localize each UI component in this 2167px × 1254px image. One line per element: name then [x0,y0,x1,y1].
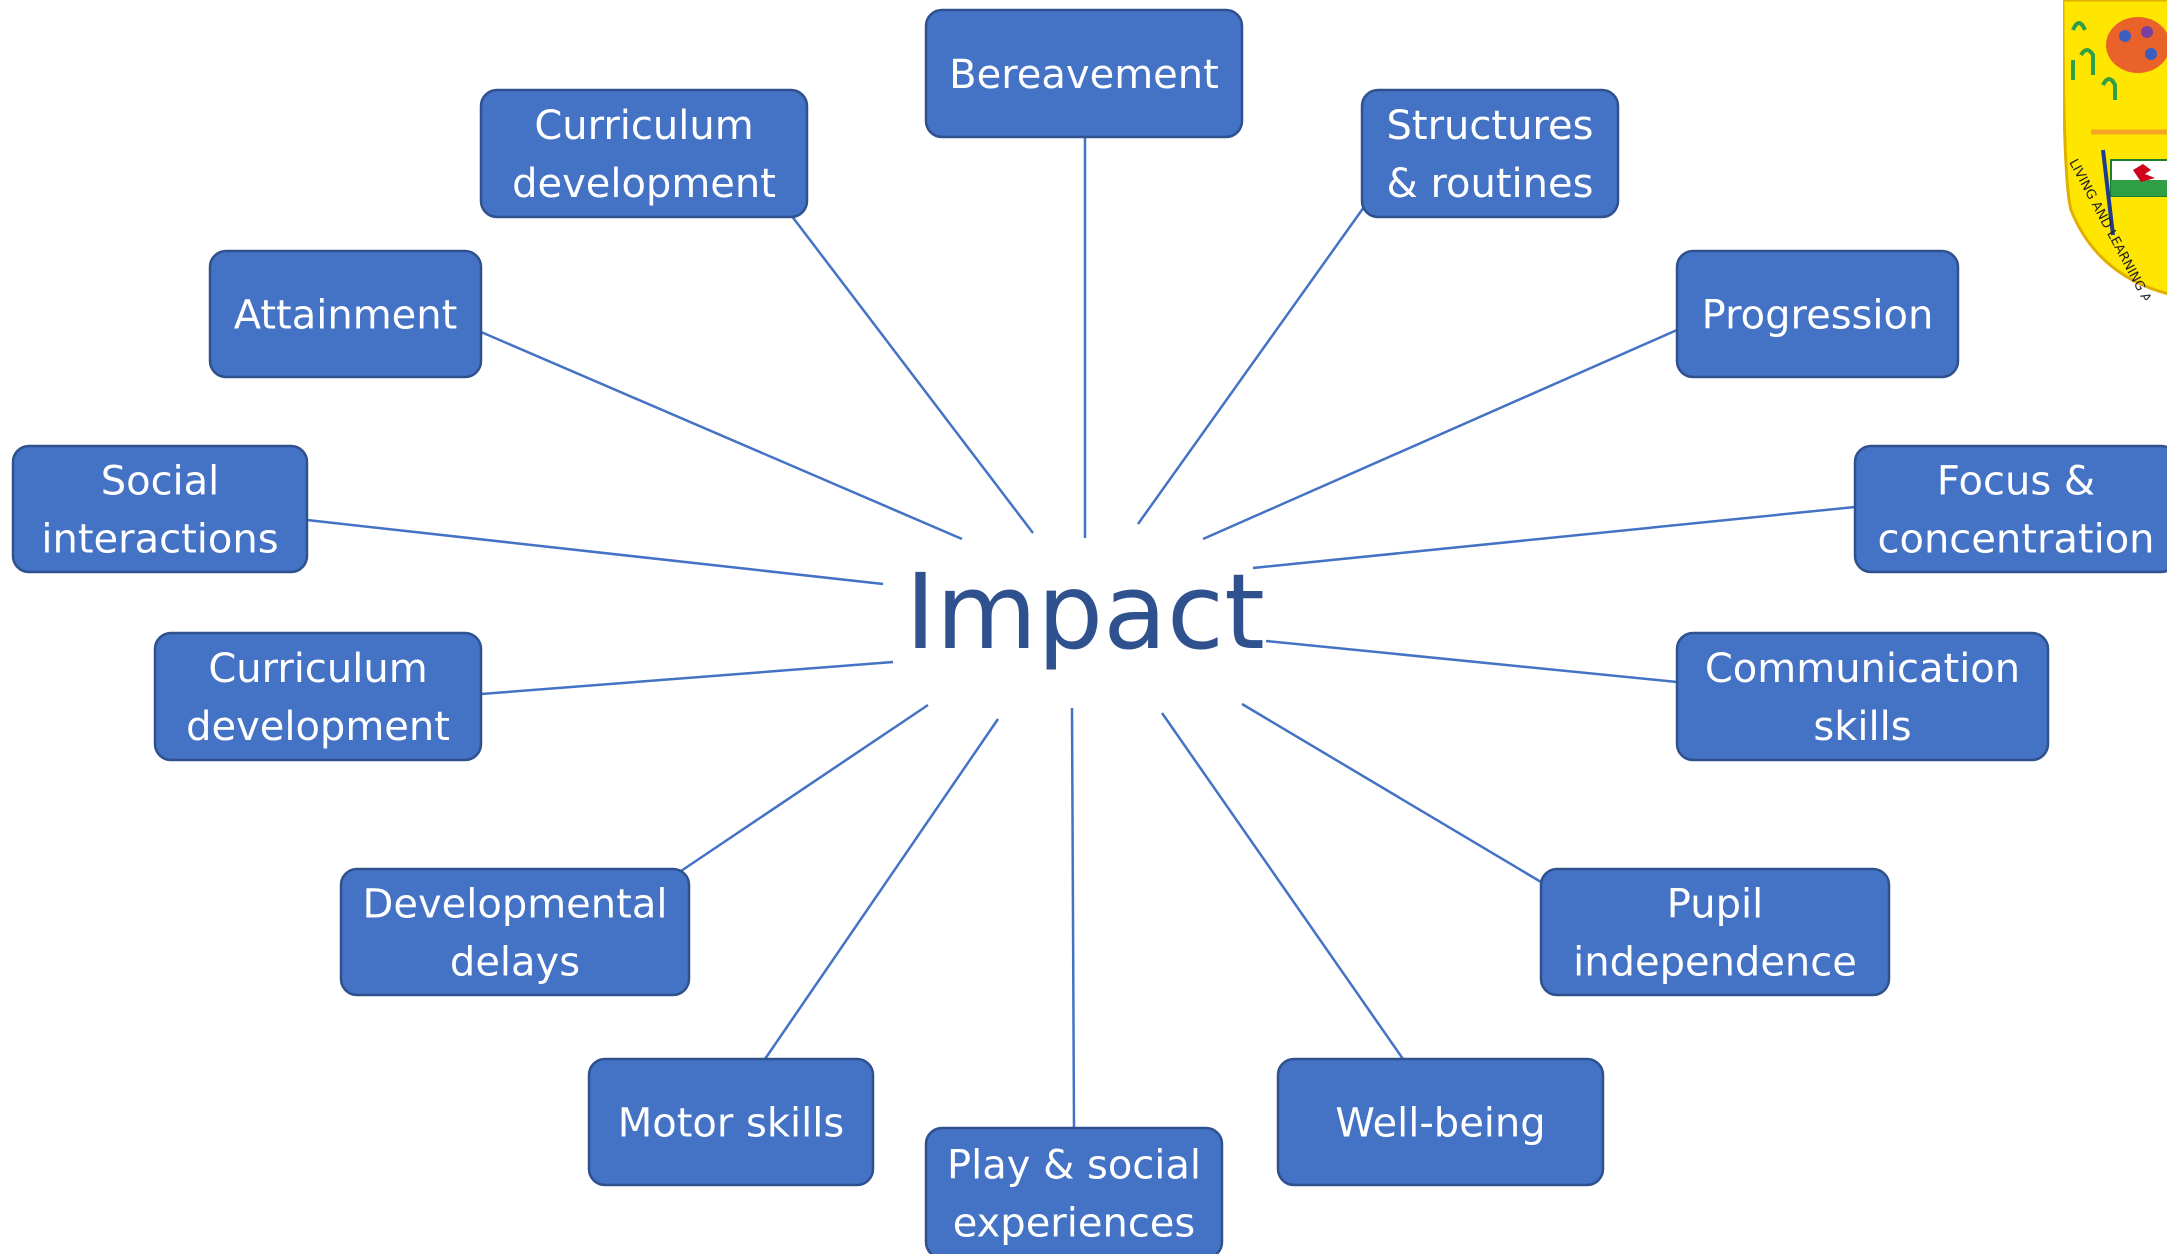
connector-attainment [480,330,963,541]
node-label: & routines [1387,161,1594,207]
connector-structures-routines [1136,206,1366,525]
connector-curriculum-development-top [790,214,1034,534]
node-motor-skills: Motor skills [587,1057,875,1187]
node-label: Focus & [1937,458,2095,504]
node-attainment: Attainment [208,249,483,379]
node-play-social-experiences: Play & social experiences [924,1126,1224,1254]
node-box [208,249,483,379]
node-label: concentration [1877,516,2154,562]
node-pupil-independence: Pupil independence [1539,867,1891,997]
node-progression: Progression [1675,249,1960,379]
node-curriculum-development-top: Curriculum development [479,88,809,219]
node-focus-concentration: Focus & concentration [1853,444,2167,574]
node-curriculum-development-left: Curriculum development [153,631,483,762]
node-label: experiences [953,1200,1196,1246]
node-label: Attainment [234,292,458,338]
connector-well-being [1160,712,1405,1060]
connector-motor-skills [763,718,1000,1060]
node-communication-skills: Communication skills [1675,631,2050,762]
node-box [1675,631,2050,762]
node-box [1539,867,1891,997]
node-label: Curriculum [534,103,753,149]
node-box [587,1057,875,1187]
connector-developmental-delays [680,703,929,873]
connector-lines [306,137,1856,1129]
logo-paint-dot-blue-2 [2145,48,2157,60]
node-label: development [186,704,450,750]
node-box [339,867,691,997]
logo-paint-dot-purple [2141,26,2153,38]
node-label: Structures [1387,103,1594,149]
center-label-impact: Impact [905,551,1265,673]
node-box [924,1126,1224,1254]
node-label: Bereavement [949,52,1219,98]
node-box [1853,444,2167,574]
connector-pupil-independence [1241,702,1542,884]
node-box [924,8,1244,139]
node-label: Pupil [1667,881,1763,927]
logo-flag-green-band [2111,180,2167,196]
node-box [1276,1057,1605,1187]
logo-palette-icon [2106,17,2167,73]
logo-paint-dot-blue [2119,30,2131,42]
node-label: independence [1573,939,1857,985]
node-well-being: Well-being [1276,1057,1605,1187]
node-label: interactions [41,516,278,562]
node-label: skills [1813,704,1911,750]
node-label: Progression [1702,292,1934,338]
node-label: development [512,161,776,207]
node-box [479,88,809,219]
logo-shield [2063,0,2167,296]
node-label: delays [450,939,580,985]
node-bereavement: Bereavement [924,8,1244,139]
node-label: Social [101,458,220,504]
connector-communication-skills [1265,639,1678,684]
connector-progression [1202,328,1678,541]
node-box [153,631,483,762]
node-label: Well-being [1335,1100,1545,1146]
node-box [11,444,309,574]
logo-dragon-icon [2133,164,2155,182]
school-logo: AB LIVING AND LEARNING A [2063,0,2167,300]
node-structures-routines: Structures & routines [1360,88,1620,219]
node-label: Motor skills [618,1100,844,1146]
node-developmental-delays: Developmental delays [339,867,691,997]
connector-play-social-experiences [1070,707,1076,1129]
logo-green-squiggle-icon [2071,21,2117,100]
node-label: Developmental [363,881,668,927]
node-box [1675,249,1960,379]
connector-curriculum-development-left [480,660,894,696]
node-label: Communication [1705,646,2020,692]
node-box [1360,88,1620,219]
connector-social-interactions [306,518,884,586]
connector-focus-concentration [1252,505,1856,570]
node-label: Play & social [947,1142,1201,1188]
logo-flag-pole [2101,149,2115,236]
node-label: Curriculum [208,646,427,692]
node-social-interactions: Social interactions [11,444,309,574]
